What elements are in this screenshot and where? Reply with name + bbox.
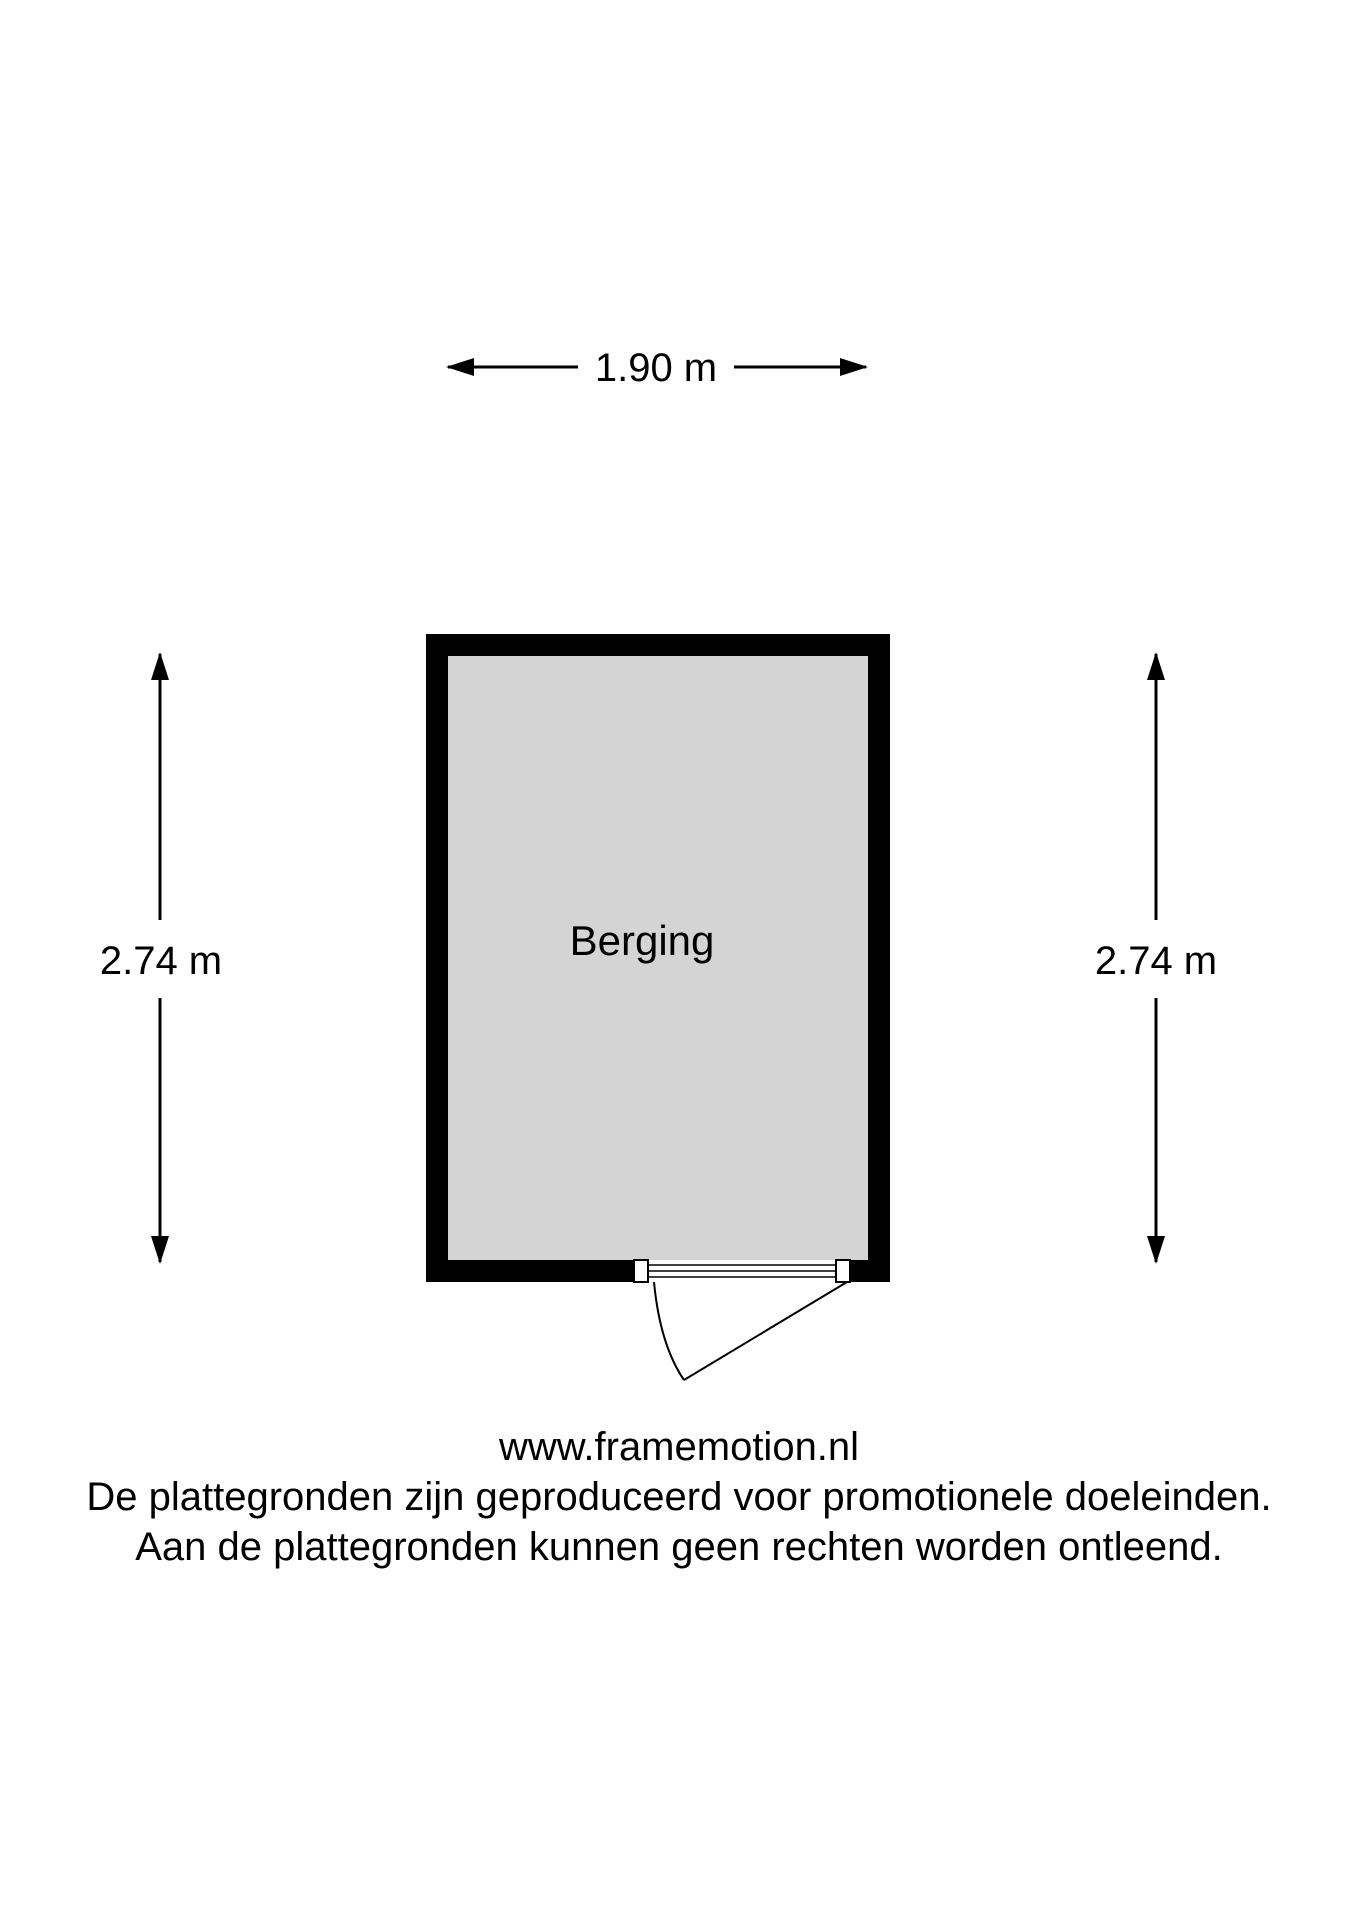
room-floor	[448, 656, 868, 1260]
height-left-arrow-down-icon	[151, 1236, 169, 1264]
height-right-label: 2.74 m	[1095, 939, 1217, 983]
height-right-arrow-down-icon	[1147, 1236, 1165, 1264]
room-name-label: Berging	[570, 917, 715, 964]
height-dimension-left: 2.74 m	[100, 652, 222, 1264]
disclaimer-line-2: Aan de plattegronden kunnen geen rechten…	[135, 1525, 1223, 1569]
height-dimension-right: 2.74 m	[1095, 652, 1217, 1264]
height-left-label: 2.74 m	[100, 939, 222, 983]
height-right-arrow-up-icon	[1147, 652, 1165, 680]
disclaimer-line-1: De plattegronden zijn geproduceerd voor …	[86, 1475, 1272, 1519]
footer: www.framemotion.nl De plattegronden zijn…	[0, 1422, 1358, 1572]
width-dimension: 1.90 m	[446, 346, 868, 390]
height-left-arrow-up-icon	[151, 652, 169, 680]
door-jamb-left	[633, 1259, 649, 1283]
door-leaf	[683, 1281, 848, 1381]
door-swing-arc	[653, 1281, 685, 1381]
door-jamb-right	[835, 1259, 851, 1283]
width-arrow-left-icon	[446, 358, 474, 376]
website-link[interactable]: www.framemotion.nl	[498, 1425, 860, 1469]
width-arrow-right-icon	[840, 358, 868, 376]
room-berging: Berging	[426, 634, 890, 1381]
width-dimension-label: 1.90 m	[595, 346, 717, 390]
